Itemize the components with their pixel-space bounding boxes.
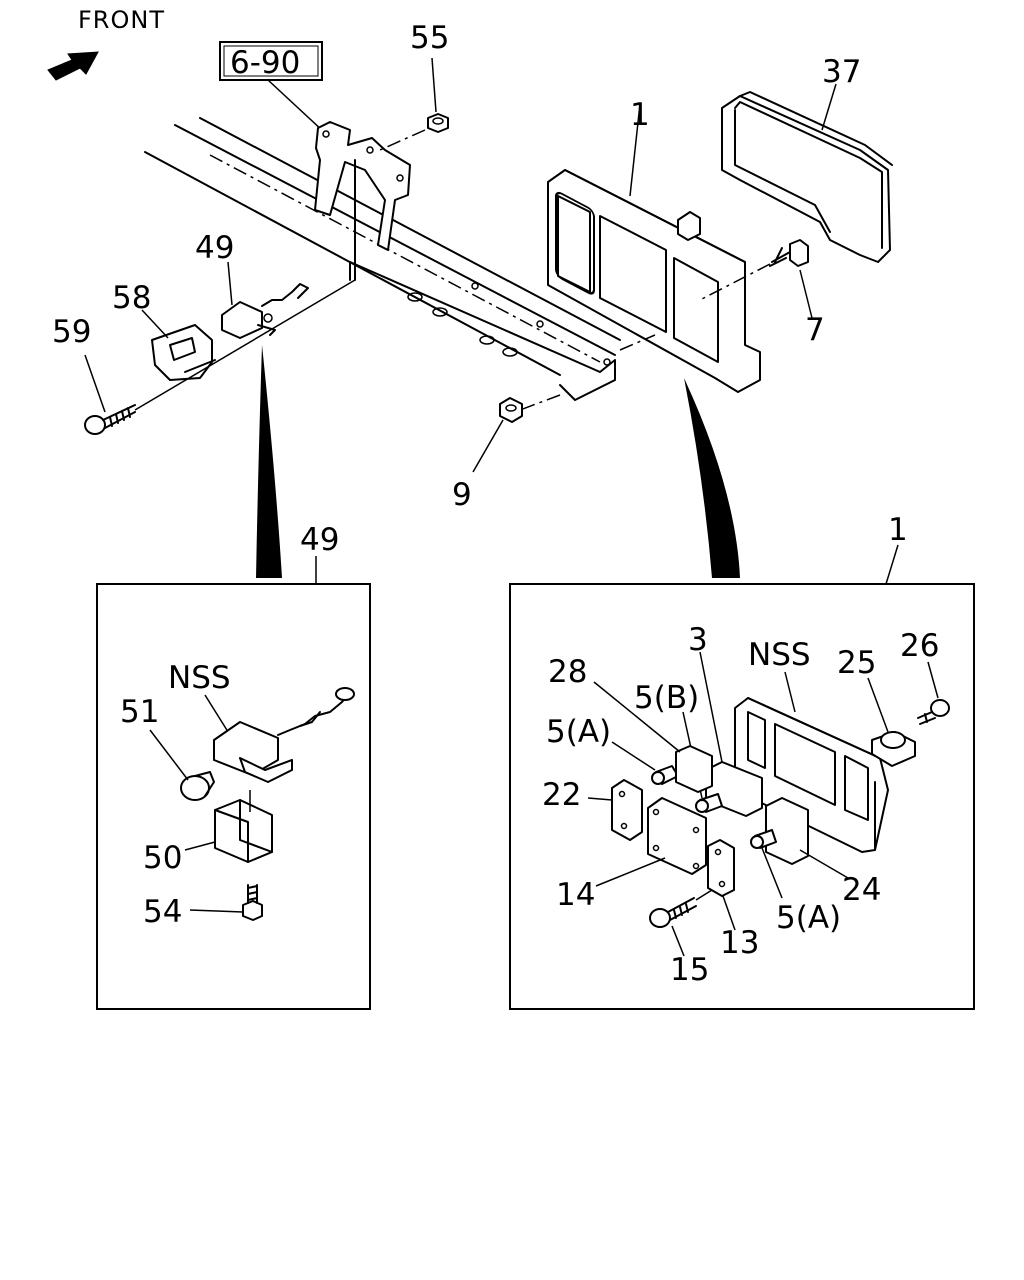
callout-5b: 5(B) [634, 680, 699, 716]
callout-3: 3 [688, 622, 708, 658]
callout-51: 51 [120, 694, 159, 730]
nss-label-left: NSS [168, 660, 231, 696]
callout-7: 7 [805, 312, 825, 348]
front-arrow-icon [47, 51, 99, 81]
reference-box-label: 6-90 [230, 45, 300, 81]
callout-59: 59 [52, 314, 91, 350]
screw-59 [84, 404, 136, 435]
inset-1: 1 NSS 25 26 3 24 [509, 512, 975, 1010]
callout-9: 9 [452, 477, 472, 513]
frame-rail [144, 117, 621, 401]
nut-55 [427, 113, 449, 133]
callout-37: 37 [822, 54, 861, 90]
callout-14: 14 [556, 877, 595, 913]
inset-49: 49 NSS 51 50 54 [96, 522, 371, 1010]
callout-55: 55 [410, 20, 449, 56]
callout-28: 28 [548, 654, 587, 690]
reference-box: 6-90 [219, 41, 323, 81]
cover-37 [721, 91, 893, 263]
callout-54: 54 [143, 894, 182, 930]
switch-49 [221, 283, 309, 339]
inset-1-title: 1 [888, 512, 908, 548]
callout-26: 26 [900, 628, 939, 664]
callout-50: 50 [143, 840, 182, 876]
callout-5a-bottom: 5(A) [776, 900, 841, 936]
callout-13: 13 [720, 925, 759, 961]
inset-49-title: 49 [300, 522, 339, 558]
callout-24: 24 [842, 872, 881, 908]
callout-58: 58 [112, 280, 151, 316]
callout-1: 1 [630, 97, 650, 133]
unit-1 [547, 169, 761, 393]
callout-25: 25 [837, 645, 876, 681]
bracket [314, 121, 411, 281]
nss-label-right: NSS [748, 637, 811, 673]
callout-15: 15 [670, 952, 709, 988]
callout-49: 49 [195, 230, 234, 266]
bolt-7 [769, 239, 809, 267]
callout-22: 22 [542, 777, 581, 813]
pointer-to-inset-1 [684, 378, 740, 578]
pointer-to-inset-49 [256, 345, 282, 578]
callout-5a-top: 5(A) [546, 714, 611, 750]
bracket-58 [151, 324, 216, 381]
nut-9 [499, 397, 523, 423]
front-label: FRONT [78, 6, 165, 34]
